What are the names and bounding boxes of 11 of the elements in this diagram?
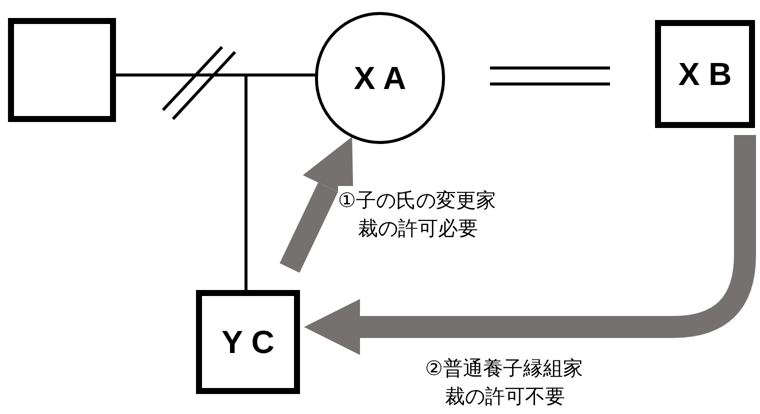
connector-line (244, 75, 248, 290)
person-label: X A (354, 59, 406, 98)
person-box (196, 290, 300, 394)
thick-arrow (304, 135, 756, 355)
connector-line (488, 66, 612, 86)
person-box (655, 20, 755, 128)
thick-arrow (280, 136, 354, 273)
person-box (8, 18, 116, 122)
connector-line (116, 74, 315, 76)
person-label: Y C (222, 323, 274, 362)
person-label: X B (678, 55, 732, 94)
